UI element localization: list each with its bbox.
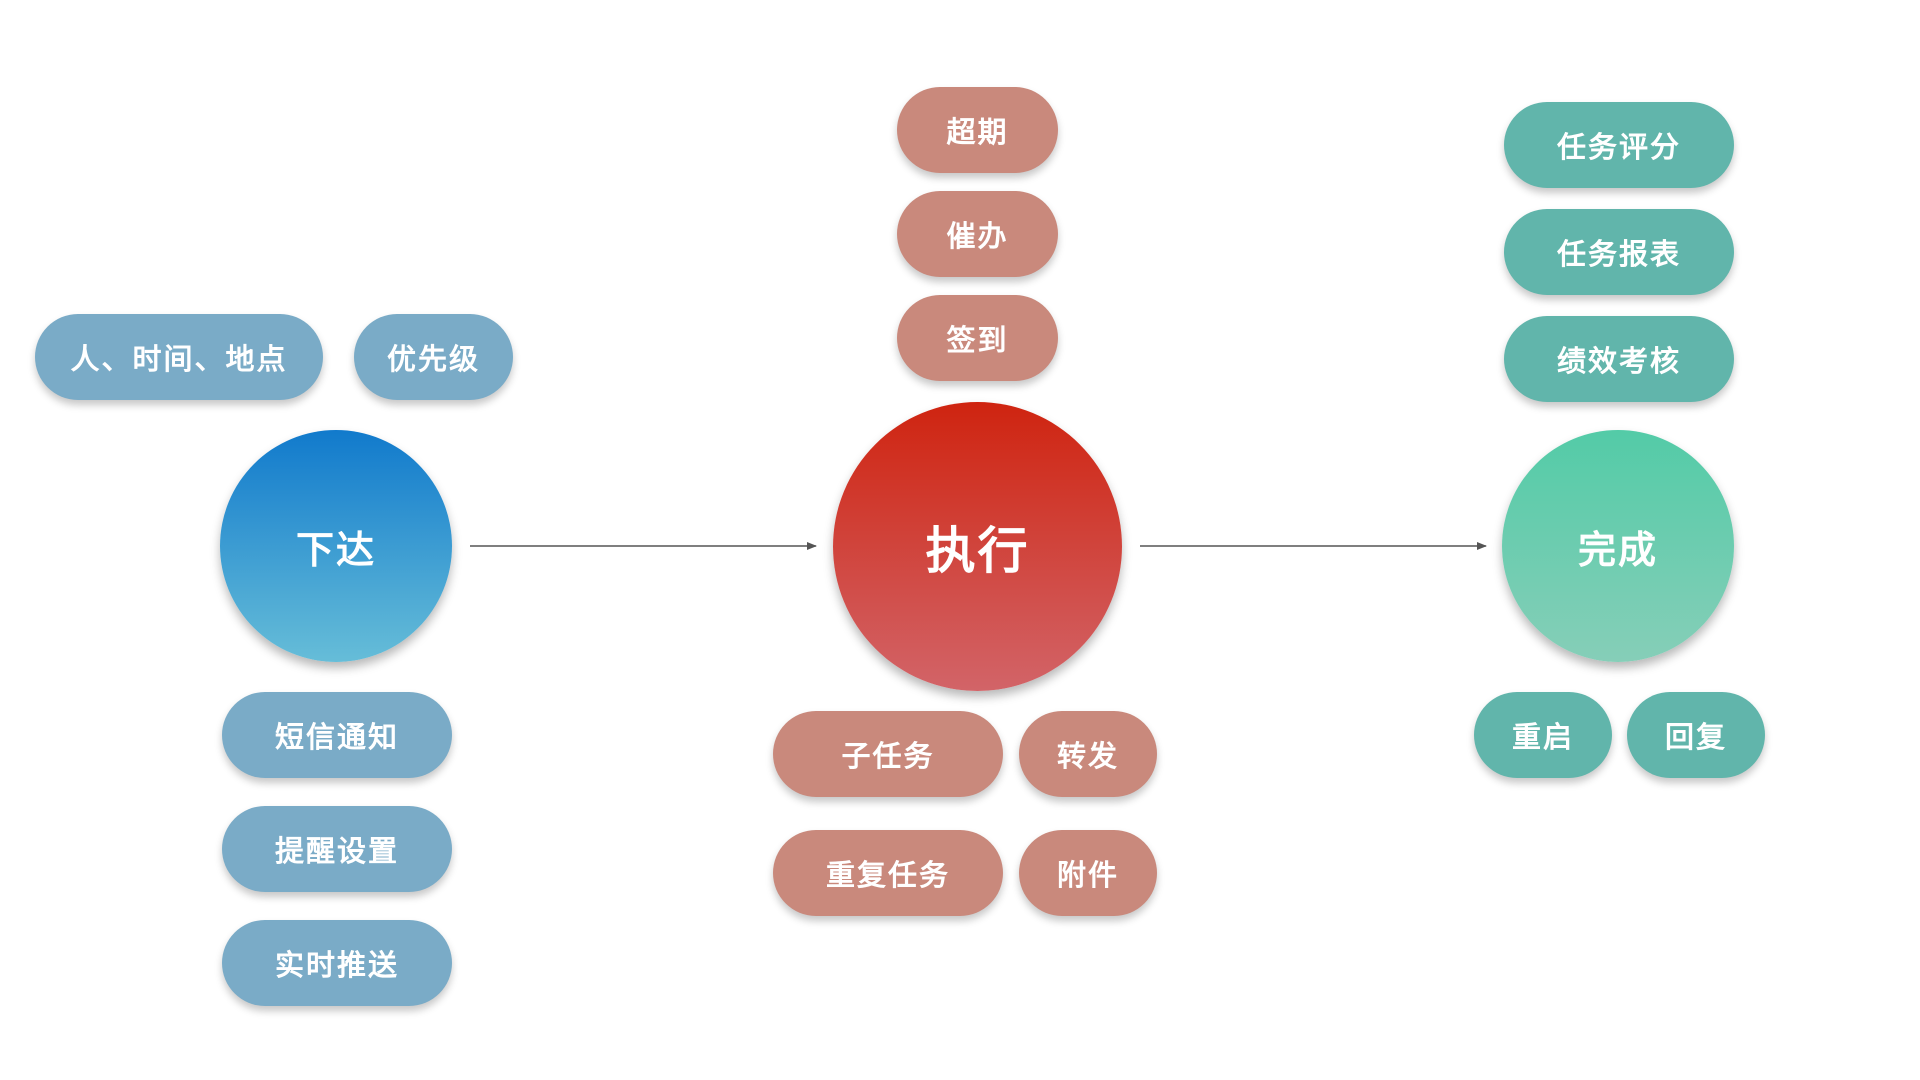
assign-pill-who-when-where: 人、时间、地点 xyxy=(35,314,323,400)
assign-pill-sms-notify: 短信通知 xyxy=(222,692,452,778)
complete-pill-task-report: 任务报表 xyxy=(1504,209,1734,295)
stage-complete-label: 完成 xyxy=(1577,527,1658,572)
complete-pill-restart: 重启 xyxy=(1474,692,1612,778)
assign-pill-priority: 优先级 xyxy=(354,314,513,400)
stage-assign-circle: 下达 xyxy=(220,430,452,662)
execute-pill-urge: 催办 xyxy=(897,191,1058,277)
execute-pill-attachment: 附件 xyxy=(1019,830,1157,916)
execute-pill-overdue: 超期 xyxy=(897,87,1058,173)
assign-pill-realtime-push: 实时推送 xyxy=(222,920,452,1006)
stage-assign-label: 下达 xyxy=(295,527,376,572)
complete-pill-reply: 回复 xyxy=(1627,692,1765,778)
execute-pill-check-in: 签到 xyxy=(897,295,1058,381)
assign-pill-reminder-settings: 提醒设置 xyxy=(222,806,452,892)
complete-pill-performance-review: 绩效考核 xyxy=(1504,316,1734,402)
execute-pill-subtask: 子任务 xyxy=(773,711,1003,797)
stage-complete-circle: 完成 xyxy=(1502,430,1734,662)
stage-execute-label: 执行 xyxy=(925,521,1030,580)
execute-pill-repeat-task: 重复任务 xyxy=(773,830,1003,916)
stage-execute-circle: 执行 xyxy=(833,402,1122,691)
complete-pill-task-rating: 任务评分 xyxy=(1504,102,1734,188)
execute-pill-forward: 转发 xyxy=(1019,711,1157,797)
